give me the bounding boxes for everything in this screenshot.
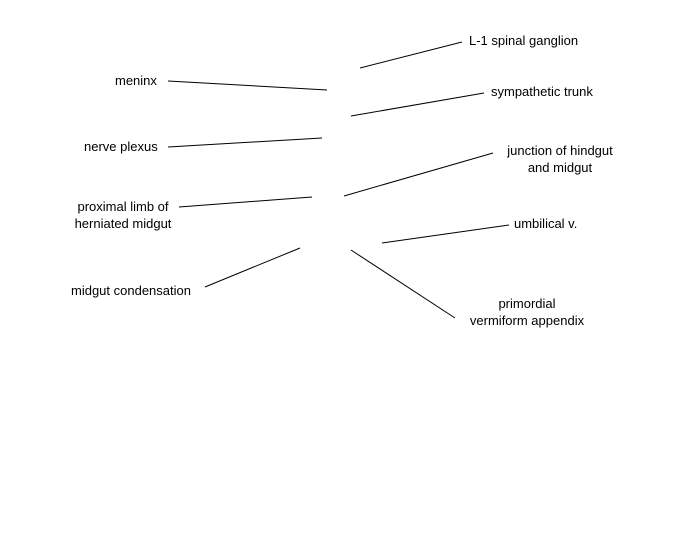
label-proximal-limb-line1: proximal limb of [77,199,169,214]
label-umbilical-vein: umbilical v. [514,215,577,232]
label-appendix-line1: primordial [498,296,556,311]
label-meninx: meninx [115,72,157,89]
label-appendix: primordial vermiform appendix [458,295,596,329]
label-spinal-ganglion: L-1 spinal ganglion [469,32,578,49]
leader-line-spinal-ganglion [359,41,463,69]
label-meninx-text: meninx [115,73,157,88]
label-nerve-plexus: nerve plexus [84,138,158,155]
label-junction: junction of hindgut and midgut [494,142,626,176]
label-appendix-line2: vermiform appendix [469,313,585,328]
label-sympathetic-trunk-text: sympathetic trunk [491,84,593,99]
label-junction-line1: junction of hindgut [507,143,613,158]
label-sympathetic-trunk: sympathetic trunk [491,83,593,100]
leader-line-nerve-plexus [167,137,323,148]
label-junction-line2: and midgut [527,160,593,175]
label-proximal-limb-line2: herniated midgut [74,216,172,231]
label-umbilical-vein-text: umbilical v. [514,216,578,231]
leader-line-appendix [350,249,456,319]
label-proximal-limb: proximal limb of herniated midgut [66,198,180,232]
label-nerve-plexus-text: nerve plexus [84,139,158,154]
label-midgut-condensation: midgut condensation [71,282,191,299]
leader-line-sympathetic-trunk [350,92,485,117]
leader-line-meninx [167,80,328,91]
label-spinal-ganglion-text: L-1 spinal ganglion [469,33,579,48]
leader-line-proximal-limb [178,196,313,208]
leader-line-umbilical-vein [381,224,510,244]
leader-line-midgut-condensation [204,247,301,288]
leader-line-junction [343,152,494,197]
label-midgut-condensation-text: midgut condensation [71,283,191,298]
